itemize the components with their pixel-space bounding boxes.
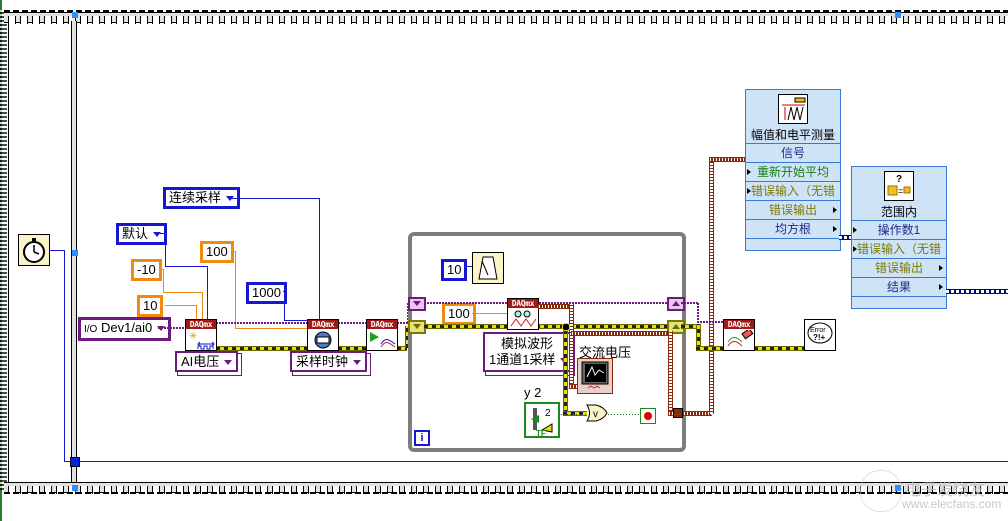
watermark-title: 电子发烧友 — [905, 482, 986, 499]
min-value-constant[interactable]: -10 — [131, 259, 162, 281]
start-task-icon — [370, 332, 396, 348]
sequence-tunnel-out — [70, 457, 80, 467]
svg-text:=: = — [898, 186, 903, 196]
analog-waveform-selector[interactable]: 模拟波形 1通道1采样 — [483, 332, 571, 372]
create-channel-icon: ✳ — [189, 331, 215, 350]
clear-task-eraser-icon — [727, 330, 754, 347]
slider-toggle-icon: 2 TF — [531, 408, 553, 438]
frame-inner-left — [8, 21, 9, 482]
frame-top-marker — [72, 12, 78, 18]
dropdown-arrow-icon — [153, 232, 162, 238]
simple-error-handler-node[interactable]: Error ?!+ — [804, 319, 836, 351]
waveform-tunnel — [673, 408, 683, 418]
while-loop[interactable] — [408, 232, 686, 452]
daqmx-timing-node[interactable]: DAQmx — [307, 319, 339, 351]
svg-text:TF: TF — [536, 429, 546, 436]
daqmx-read-node[interactable]: DAQmx — [507, 298, 539, 330]
wire-junction — [562, 323, 570, 331]
shift-register-task-right[interactable] — [667, 297, 685, 311]
daqmx-clear-task-node[interactable]: DAQmx — [723, 319, 755, 351]
terminal-config-constant[interactable]: 默认 — [116, 223, 168, 245]
shift-register-task-left[interactable] — [408, 297, 426, 311]
amplitude-output-rms[interactable]: 均方根 — [746, 219, 840, 239]
in-range-compare-icon: ?= — [884, 171, 914, 201]
svg-text:v: v — [593, 409, 598, 420]
rate-constant[interactable]: 1000 — [246, 282, 287, 304]
sample-clock-selector[interactable]: 采样时钟 — [290, 351, 368, 372]
wait-ms-constant[interactable]: 10 — [441, 259, 468, 281]
stop-control-terminal[interactable]: 2 TF — [524, 402, 560, 438]
iteration-terminal: i — [414, 430, 430, 446]
error-bubble-icon: Error ?!+ — [807, 322, 833, 344]
amplitude-output-error-out[interactable]: 错误输出 — [746, 200, 840, 219]
daqmx-start-task-node[interactable]: DAQmx — [366, 319, 398, 351]
graph-icon — [581, 361, 609, 389]
in-range-input-error-in[interactable]: 错误输入（无错 — [852, 239, 946, 258]
loop-condition-terminal[interactable] — [640, 408, 656, 424]
tick-count-node[interactable] — [18, 234, 50, 266]
stop-control-label: y 2 — [524, 385, 542, 400]
sample-clock-icon — [314, 331, 332, 349]
wait-ms-node[interactable] — [472, 252, 504, 284]
amplitude-measure-icon — [778, 94, 808, 124]
sequence-frame-top-border — [4, 12, 1008, 24]
svg-text:✳: ✳ — [189, 331, 197, 342]
watermark-url: www.elecfans.com — [902, 497, 1002, 511]
max-value-constant[interactable]: 10 — [137, 295, 164, 317]
frame-bottom-marker — [72, 485, 78, 491]
read-samples-constant[interactable]: 100 — [442, 303, 476, 325]
io-icon: I/O — [84, 324, 98, 335]
watermark-logo-icon — [860, 470, 902, 512]
ai-voltage-selector[interactable]: AI电压 — [175, 351, 239, 372]
amplitude-input-signal[interactable]: 信号 — [746, 143, 840, 162]
amplitude-input-error-in[interactable]: 错误输入（无错 — [746, 181, 840, 200]
samples-per-channel-constant[interactable]: 100 — [200, 241, 234, 263]
frame-dash-bottom — [4, 492, 1008, 494]
amplitude-input-restart-averaging[interactable]: 重新开始平均 — [746, 162, 840, 181]
in-range-vi[interactable]: ?= 范围内 操作数1 错误输入（无错 错误输出 结果 — [851, 166, 947, 309]
in-range-input-operand1[interactable]: 操作数1 — [852, 220, 946, 239]
stop-icon — [644, 412, 652, 420]
graph-label: 交流电压 — [579, 345, 632, 360]
in-range-output-result[interactable]: 结果 — [852, 277, 946, 297]
svg-text:?!+: ?!+ — [813, 333, 826, 342]
dropdown-arrow-icon — [353, 360, 362, 366]
svg-text:Error: Error — [810, 327, 826, 334]
sequence-tunnel-in — [72, 250, 78, 256]
frame-dash-top — [4, 10, 1008, 12]
dropdown-arrow-icon — [224, 360, 233, 366]
frame-top-marker-2 — [895, 12, 901, 18]
or-gate-icon: v — [586, 404, 608, 422]
svg-text:2: 2 — [545, 408, 551, 419]
read-glasses-icon — [510, 310, 537, 327]
waveform-graph-terminal[interactable] — [577, 358, 613, 394]
in-range-output-error-out[interactable]: 错误输出 — [852, 258, 946, 277]
frame-left-edge — [0, 10, 7, 490]
sample-mode-constant[interactable]: 连续采样 — [163, 187, 241, 209]
svg-text:?: ? — [896, 174, 902, 185]
metronome-icon — [478, 256, 498, 280]
or-gate-node[interactable]: v — [586, 404, 608, 422]
daqmx-create-channel-node[interactable]: DAQmx ✳ — [185, 319, 217, 351]
amplitude-level-measurement-vi[interactable]: 幅值和电平测量 信号 重新开始平均 错误输入（无错 错误输出 均方根 — [745, 89, 841, 251]
stopwatch-icon — [23, 238, 45, 263]
physical-channel-constant[interactable]: I/O Dev1/ai0 — [78, 317, 172, 341]
